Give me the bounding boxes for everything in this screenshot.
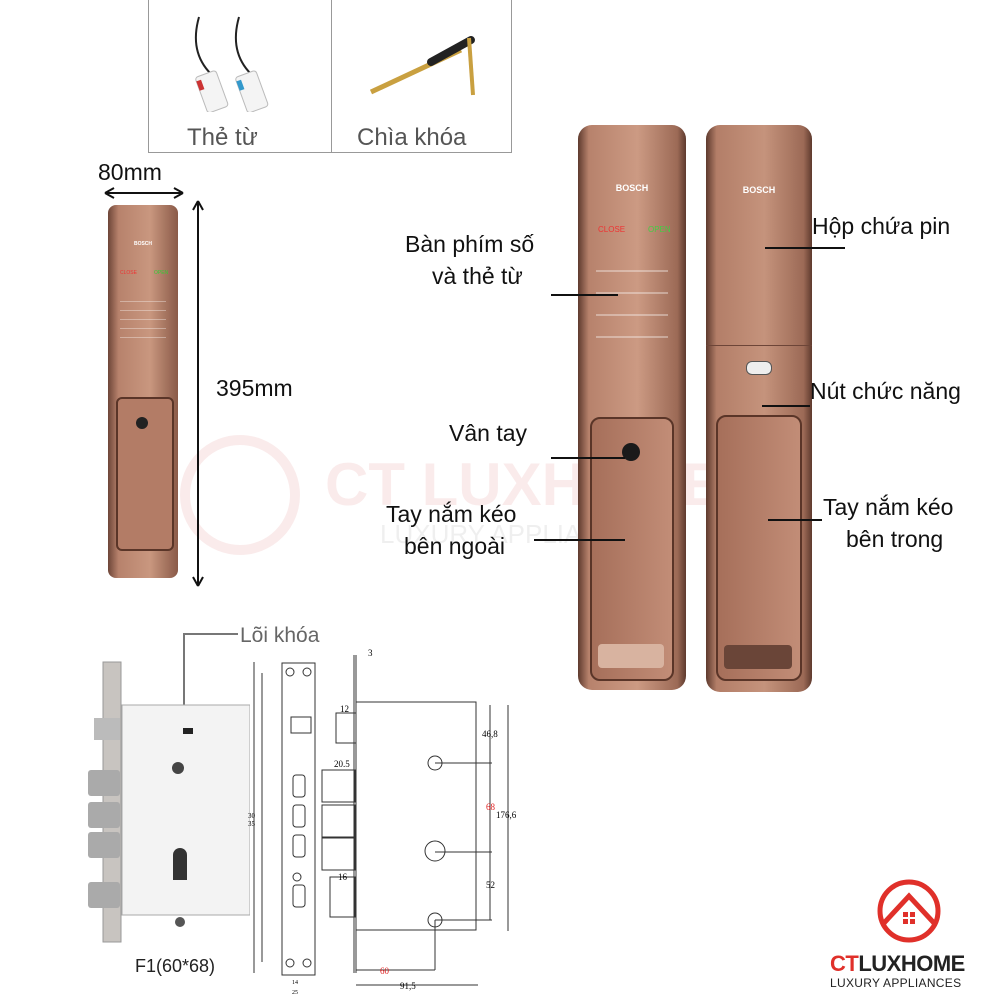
dim-91-5: 91,5 [400, 981, 416, 991]
height-dimension: 395mm [216, 375, 293, 401]
inner-handle[interactable] [716, 415, 802, 681]
close-indicator: CLOSE [120, 270, 137, 276]
mortise-technical-drawing: 3 12 20.5 16 46,8 68 176,6 52 60 91,5 30… [248, 648, 517, 996]
accessories-box: Thẻ từ Chìa khóa [148, 0, 512, 153]
lock-front-small: BOSCH CLOSE OPEN [108, 205, 178, 578]
fingerprint-sensor[interactable] [136, 417, 148, 429]
dim-46-8: 46,8 [482, 729, 498, 739]
fingerprint-sensor[interactable] [622, 443, 640, 461]
callout-fingerprint: Vân tay [449, 420, 527, 446]
callout-keypad-line2: và thẻ từ [432, 263, 523, 289]
lock-back: BOSCH [706, 125, 812, 692]
callout-outer-handle-line1: Tay nắm kéo [386, 501, 517, 527]
logo-text-ct: CT [830, 951, 859, 976]
height-arrow-icon [192, 200, 204, 587]
dim-20-5: 20.5 [334, 759, 350, 769]
dim-3: 3 [368, 648, 373, 658]
brand-label: BOSCH [133, 241, 153, 247]
callout-function-button: Nút chức năng [810, 378, 961, 404]
callout-outer-handle-line2: bên ngoài [404, 533, 506, 559]
width-dimension: 80mm [98, 159, 162, 185]
brand-label: BOSCH [615, 183, 649, 193]
leader-line [534, 539, 625, 541]
accessory-label-card: Thẻ từ [187, 124, 258, 151]
dim-52: 52 [486, 880, 495, 890]
dim-68: 68 [486, 802, 496, 812]
logo-tagline: LUXURY APPLIANCES [830, 976, 962, 990]
dim-35: 35 [248, 820, 256, 828]
divider [331, 0, 332, 152]
width-arrow-icon [104, 187, 184, 199]
keypad[interactable] [596, 250, 668, 345]
logo-text-luxhome: LUXHOME [858, 951, 965, 976]
model-label: F1(60*68) [135, 956, 216, 976]
callout-inner-handle-line2: bên trong [846, 526, 944, 552]
dim-12: 12 [340, 704, 349, 714]
callout-inner-handle-line1: Tay nắm kéo [823, 494, 954, 520]
dim-14: 14 [292, 980, 298, 986]
callout-battery: Hộp chứa pin [812, 213, 951, 239]
keypad[interactable] [120, 293, 166, 343]
outer-handle[interactable] [116, 397, 174, 551]
dim-176-6: 176,6 [496, 810, 517, 820]
handle-grip [724, 645, 792, 669]
mechanical-key-icon [369, 36, 475, 96]
open-indicator: OPEN [154, 270, 169, 276]
brand-logo: CTLUXHOME LUXURY APPLIANCES [826, 878, 996, 998]
core-label: Lõi khóa [240, 624, 320, 647]
close-indicator: CLOSE [598, 225, 626, 234]
function-button[interactable] [746, 361, 772, 375]
leader-line [551, 294, 618, 296]
leader-line [551, 457, 625, 459]
dim-60: 60 [380, 966, 390, 976]
brand-label: BOSCH [742, 185, 776, 195]
lock-front: BOSCH CLOSE OPEN [578, 125, 686, 690]
outer-handle[interactable] [590, 417, 674, 681]
dim-25: 25 [292, 990, 298, 996]
leader-line [762, 405, 810, 407]
accessory-label-key: Chìa khóa [357, 124, 467, 151]
battery-cover-seam [706, 345, 812, 346]
leader-line [765, 247, 845, 249]
leader-line [768, 519, 822, 521]
open-indicator: OPEN [648, 225, 671, 234]
house-logo-icon [877, 879, 941, 943]
mortise-photo [88, 633, 250, 943]
handle-grip [598, 644, 664, 668]
callout-keypad-line1: Bàn phím số [405, 231, 535, 257]
key-card-icon [194, 16, 269, 112]
dim-30: 30 [248, 812, 256, 820]
dim-16: 16 [338, 872, 348, 882]
